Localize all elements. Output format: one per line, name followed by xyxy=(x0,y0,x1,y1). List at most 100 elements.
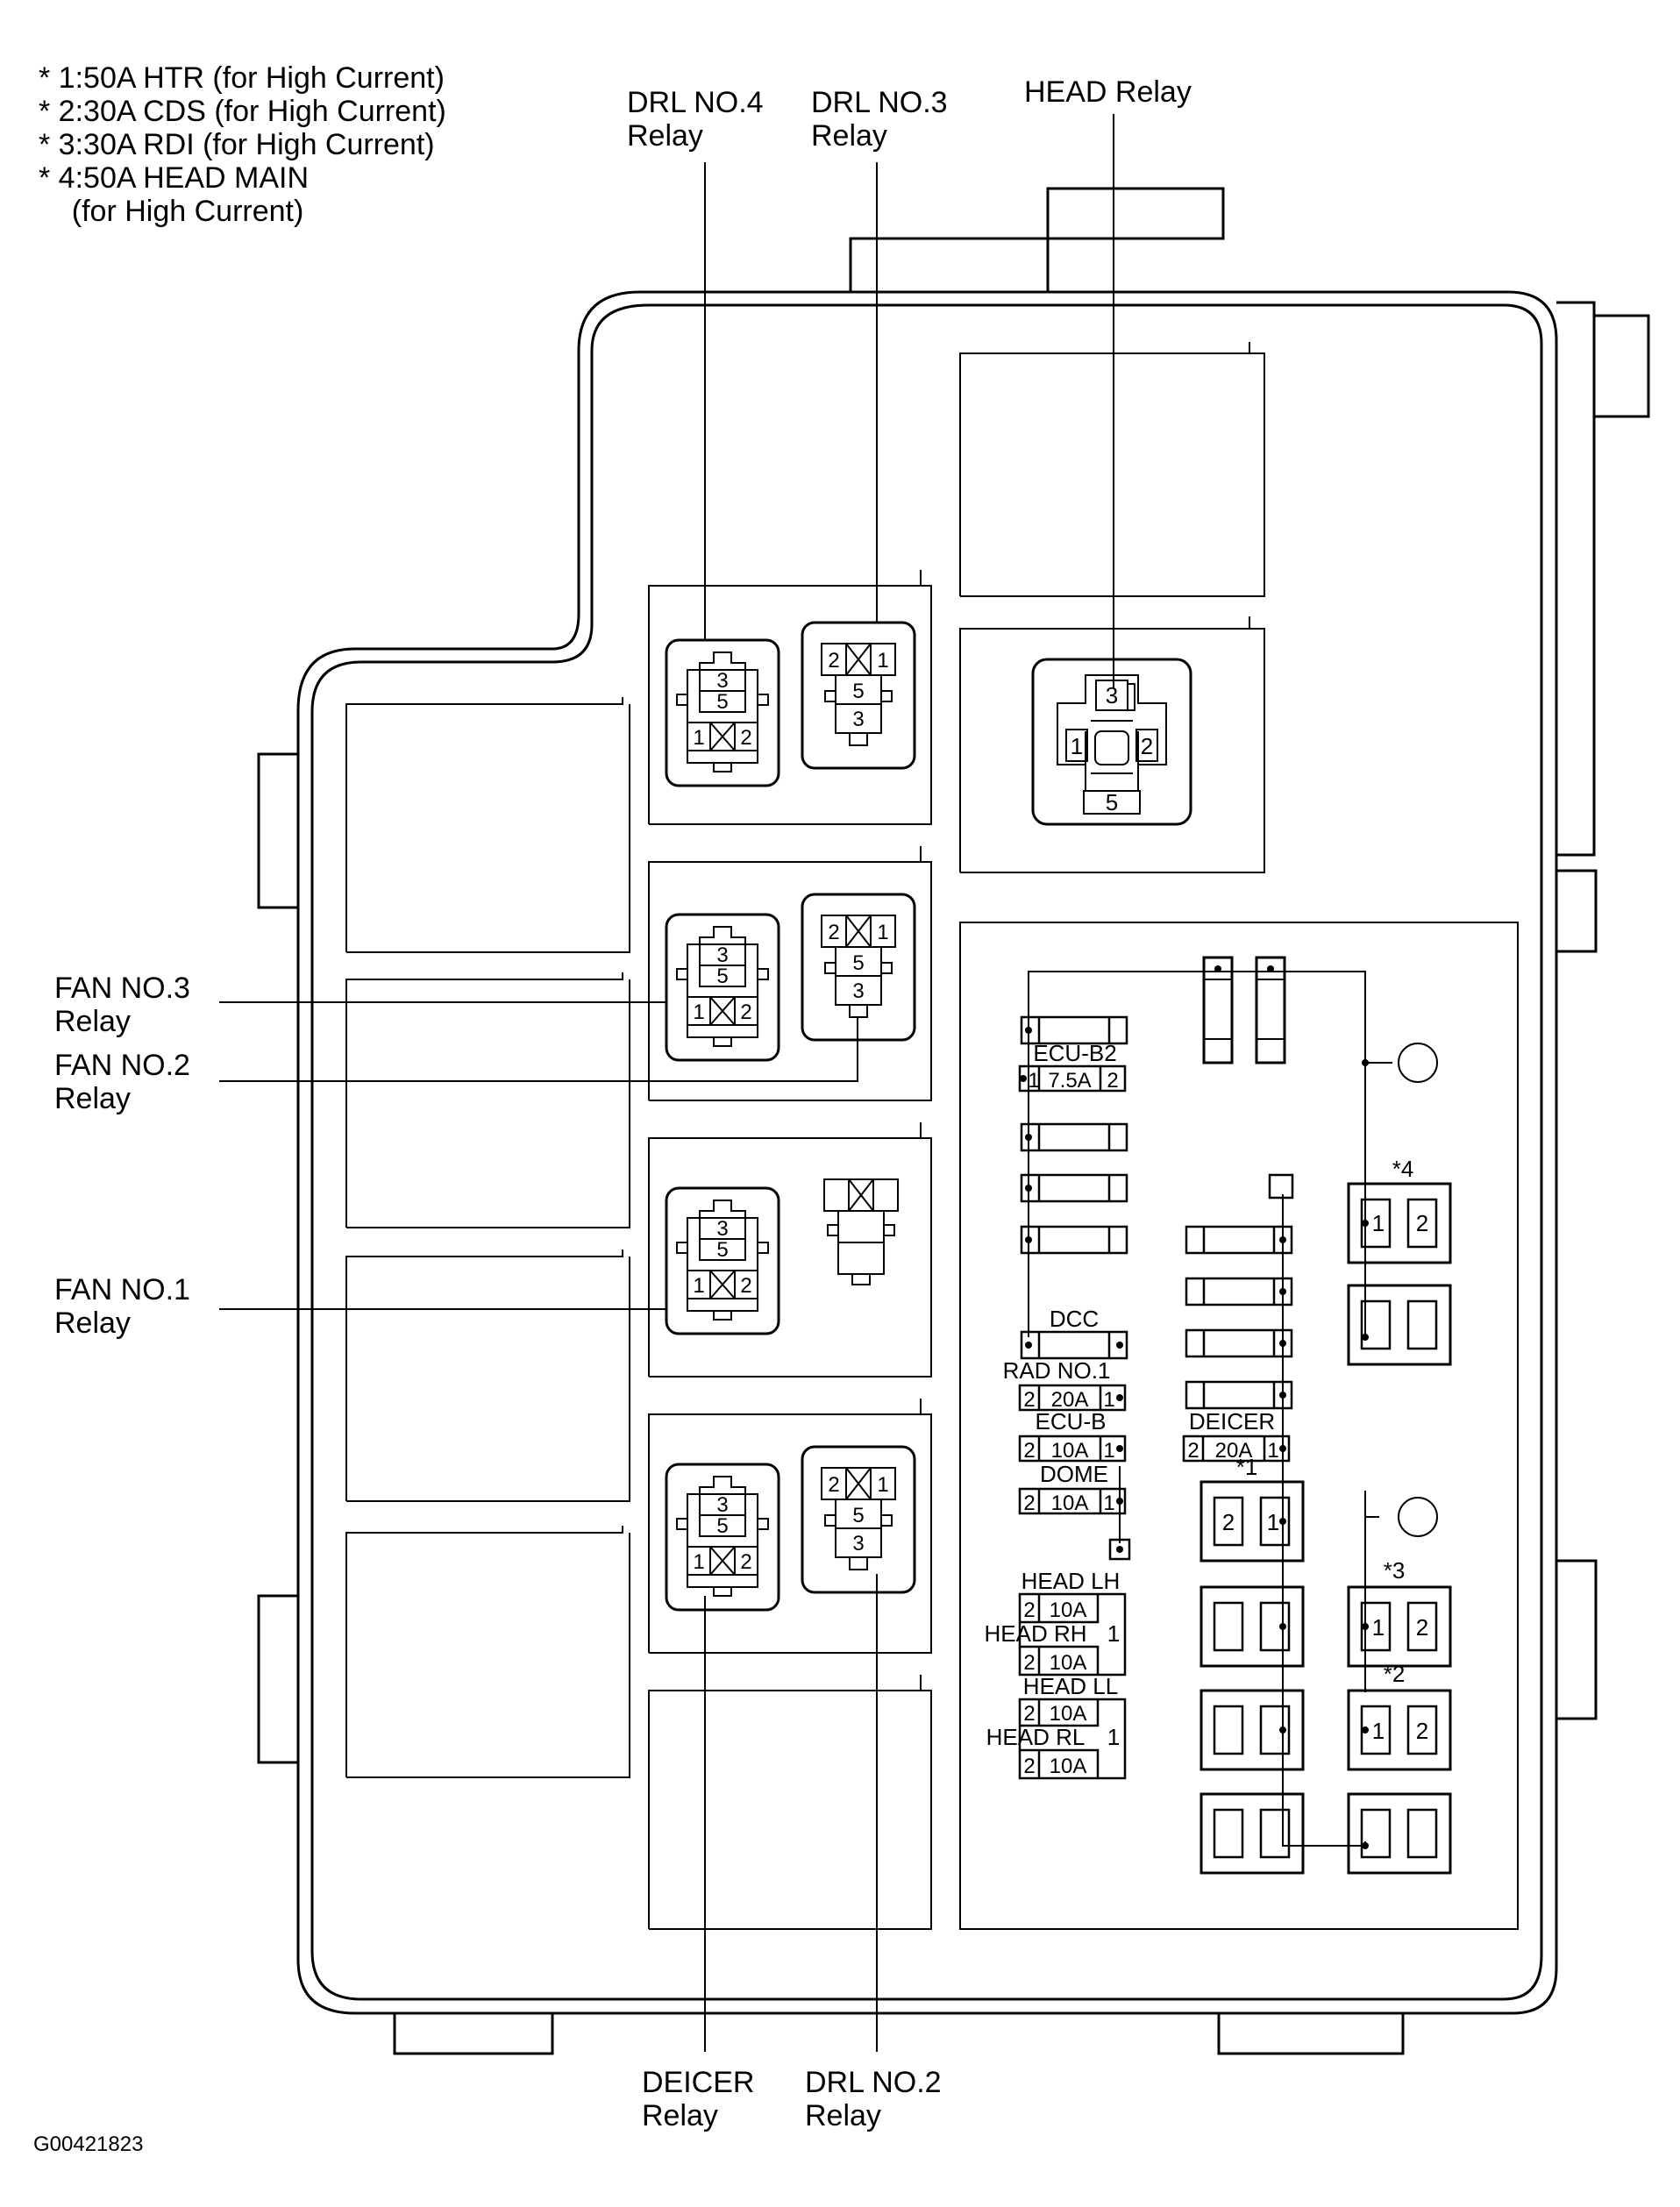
fuse-name-ecu-b: ECU-B xyxy=(1036,1408,1107,1435)
fuse-pin: 2 xyxy=(1023,1702,1035,1726)
drl4-relay-socket: 3 5 1 2 xyxy=(665,638,780,787)
unused-relay-socket xyxy=(823,1178,899,1285)
pin-label: 5 xyxy=(852,951,864,975)
fuse-name-rad-no1: RAD NO.1 xyxy=(1003,1357,1111,1384)
upper-right-slots xyxy=(959,342,1265,873)
star1-mark: *1 xyxy=(1236,1454,1258,1480)
fuse-pin: 1 xyxy=(1267,1439,1278,1463)
fuse-name-head-rl: HEAD RL xyxy=(986,1724,1086,1750)
pin-label: 5 xyxy=(852,1504,864,1527)
high-current-notes: * 1:50A HTR (for High Current) * 2:30A C… xyxy=(39,61,446,228)
fuse-pin: 1 xyxy=(1267,1509,1279,1535)
fuse-pin: 1 xyxy=(1103,1439,1114,1463)
pin-label: 1 xyxy=(877,649,888,673)
pin-label: 3 xyxy=(852,979,864,1003)
fuse-amp: 10A xyxy=(1051,1492,1089,1515)
fuse-amp: 10A xyxy=(1050,1598,1087,1622)
pin-label: 5 xyxy=(716,1514,728,1538)
fuse-pin: 2 xyxy=(1023,1439,1035,1463)
note-line: * 2:30A CDS (for High Current) xyxy=(39,95,446,128)
pin-label: 2 xyxy=(740,726,751,750)
fuse-pin: 1 xyxy=(1372,1210,1385,1236)
fuse-pin: 1 xyxy=(1103,1492,1114,1515)
pin-label: 3 xyxy=(716,1217,728,1241)
pin-label: 1 xyxy=(877,921,888,944)
left-slots xyxy=(345,697,630,1778)
pin-label: 5 xyxy=(716,965,728,988)
head-relay-label: HEAD Relay xyxy=(1024,75,1192,109)
fuse-pin: 1 xyxy=(1028,1069,1039,1093)
pin-label: 3 xyxy=(852,708,864,731)
pin-label: 3 xyxy=(716,943,728,967)
fuse-amp: 10A xyxy=(1050,1651,1087,1675)
fuse-pin: 2 xyxy=(1416,1718,1428,1744)
fan3-relay-socket: 3 5 1 2 xyxy=(665,913,780,1062)
fuse-pin: 2 xyxy=(1023,1388,1035,1412)
fuse-pin: 1 xyxy=(1103,1388,1114,1412)
pin-label: 5 xyxy=(1106,789,1118,815)
pin-label: 5 xyxy=(852,680,864,703)
drl2-relay-socket: 2 1 5 3 xyxy=(801,1445,916,1594)
deicer-relay-socket: 3 5 1 2 xyxy=(665,1463,780,1612)
fuse-name-head-rh: HEAD RH xyxy=(984,1620,1086,1647)
pin-label: 1 xyxy=(693,1550,704,1574)
pin-label: 5 xyxy=(716,690,728,714)
fuse-amp: 20A xyxy=(1215,1439,1253,1463)
pin-label: 3 xyxy=(1106,682,1118,708)
pin-label: 3 xyxy=(852,1532,864,1556)
pin-label: 2 xyxy=(828,649,839,673)
fuse-pin: 2 xyxy=(1023,1598,1035,1622)
housing-outline xyxy=(257,187,1650,2055)
fuse-name-ecu-b2: ECU-B2 xyxy=(1033,1040,1116,1066)
fuse-panel: ECU-B2 1 7.5A 2 DCC RAD NO.1 2 20A 1 ECU… xyxy=(959,922,1519,1930)
pin-label: 2 xyxy=(740,1550,751,1574)
fuse-amp: 10A xyxy=(1050,1702,1087,1726)
fuse-name-dcc: DCC xyxy=(1050,1306,1099,1332)
head-relay-socket: 3 1 2 5 xyxy=(1031,658,1192,826)
pin-label: 2 xyxy=(740,1274,751,1298)
pin-label: 1 xyxy=(693,1274,704,1298)
pin-label: 1 xyxy=(693,1000,704,1024)
note-line: * 3:30A RDI (for High Current) xyxy=(39,128,435,161)
fuse-pin: 2 xyxy=(1416,1614,1428,1641)
fuse-pin: 2 xyxy=(1023,1492,1035,1515)
fuse-amp: 20A xyxy=(1051,1388,1089,1412)
fuse-pin: 1 xyxy=(1372,1614,1385,1641)
pin-label: 2 xyxy=(828,921,839,944)
pin-label: 2 xyxy=(740,1000,751,1024)
fuse-name-head-lh: HEAD LH xyxy=(1022,1568,1121,1594)
pin-label: 5 xyxy=(716,1238,728,1262)
note-line: * 1:50A HTR (for High Current) xyxy=(39,61,445,95)
fuse-pin: 2 xyxy=(1023,1651,1035,1675)
pin-label: 2 xyxy=(1141,733,1153,759)
figure-id: G00421823 xyxy=(33,2132,144,2156)
fuse-amp: 7.5A xyxy=(1048,1069,1091,1093)
fuse-pin: 2 xyxy=(1187,1439,1199,1463)
fuse-pin: 1 xyxy=(1107,1724,1120,1750)
fuse-amp: 10A xyxy=(1051,1439,1089,1463)
fuse-name-deicer: DEICER xyxy=(1189,1408,1275,1435)
pin-label: 3 xyxy=(716,1493,728,1517)
pin-label: 3 xyxy=(716,669,728,693)
pin-label: 2 xyxy=(828,1473,839,1497)
drl3-relay-socket: 2 1 5 3 xyxy=(801,621,916,770)
pin-label: 1 xyxy=(1071,733,1083,759)
fuse-pin: 1 xyxy=(1372,1718,1385,1744)
fuse-pin: 2 xyxy=(1023,1755,1035,1778)
fuse-pin: 1 xyxy=(1107,1620,1120,1647)
note-line: (for High Current) xyxy=(39,195,304,228)
star3-mark: *3 xyxy=(1384,1557,1406,1584)
pin-label: 1 xyxy=(693,726,704,750)
star2-mark: *2 xyxy=(1384,1661,1406,1687)
star4-mark: *4 xyxy=(1392,1156,1414,1182)
fuse-name-dome: DOME xyxy=(1040,1461,1108,1487)
fuse-pin: 2 xyxy=(1107,1069,1118,1093)
note-line: * 4:50A HEAD MAIN xyxy=(39,161,310,195)
